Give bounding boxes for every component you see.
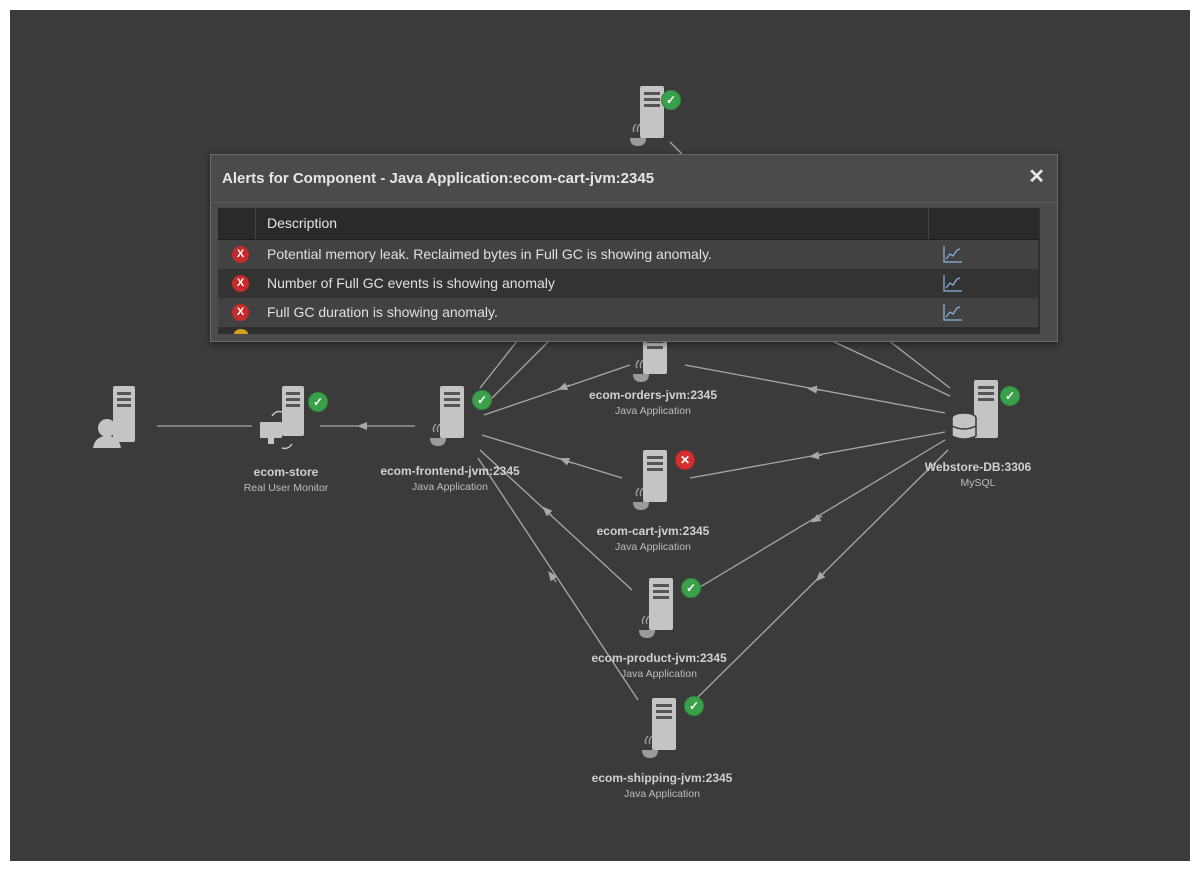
trend-chart-icon[interactable] xyxy=(943,303,963,321)
node-name: ecom-product-jvm:2345 xyxy=(591,651,727,665)
java-server-icon xyxy=(430,386,464,446)
status-ok-icon: ✓ xyxy=(472,390,492,410)
node-name: ecom-orders-jvm:2345 xyxy=(588,388,718,402)
node-name: Webstore-DB:3306 xyxy=(924,460,1032,474)
real-user-monitor-icon xyxy=(260,386,304,450)
alert-description: Full GC duration is showing anomaly. xyxy=(267,304,498,320)
edge-db-top xyxy=(829,339,951,397)
node-name: ecom-cart-jvm:2345 xyxy=(596,524,710,538)
node-type: MySQL xyxy=(960,477,996,489)
node-type: Java Application xyxy=(615,405,691,417)
node-name: ecom-shipping-jvm:2345 xyxy=(591,771,733,785)
alerts-table[interactable]: Description X Potential memory leak. Rec… xyxy=(218,208,1040,334)
edge-frontend-cart xyxy=(481,434,623,479)
status-error-icon: ✕ xyxy=(675,450,695,470)
critical-alert-icon: X xyxy=(232,246,249,263)
java-server-icon xyxy=(630,86,664,146)
edge-frontend-top-2 xyxy=(489,339,551,401)
description-column-header[interactable]: Description xyxy=(267,215,338,231)
status-ok-icon: ✓ xyxy=(661,90,681,110)
edge-frontend-top xyxy=(479,339,519,389)
node-type: Java Application xyxy=(615,541,691,553)
edge-frontend-shipping xyxy=(477,457,639,701)
edge-frontend-product xyxy=(479,449,633,591)
topology-canvas[interactable]: ✓ ✓ ecom-store Real User Monitor ✓ ecom-… xyxy=(10,10,1190,861)
trend-chart-icon[interactable] xyxy=(943,245,963,263)
dialog-divider xyxy=(211,202,1057,203)
node-type: Java Application xyxy=(621,668,697,680)
warning-alert-icon xyxy=(234,329,248,334)
alerts-dialog: Alerts for Component - Java Application:… xyxy=(210,154,1058,342)
trend-chart-icon[interactable] xyxy=(943,274,963,292)
edge-db-top-2 xyxy=(887,339,951,389)
java-server-icon xyxy=(633,450,667,510)
edge-top-stub xyxy=(669,141,683,155)
alert-description: Number of Full GC events is showing anom… xyxy=(267,275,555,291)
node-name: ecom-frontend-jvm:2345 xyxy=(380,464,520,478)
alert-description: Potential memory leak. Reclaimed bytes i… xyxy=(267,246,712,262)
node-type: Java Application xyxy=(412,481,488,493)
dialog-title: Alerts for Component - Java Application:… xyxy=(222,170,655,187)
java-server-icon xyxy=(639,578,673,638)
column-divider xyxy=(928,208,929,239)
database-server-icon xyxy=(951,380,998,440)
user-server-icon xyxy=(93,386,135,448)
java-server-icon xyxy=(642,698,676,758)
status-ok-icon: ✓ xyxy=(684,696,704,716)
severity-column-header xyxy=(218,208,256,239)
critical-alert-icon: X xyxy=(232,275,249,292)
table-header: Description xyxy=(218,208,1038,240)
node-name: ecom-store xyxy=(253,465,319,479)
table-row[interactable]: X Potential memory leak. Reclaimed bytes… xyxy=(218,240,1038,269)
table-row[interactable]: X Number of Full GC events is showing an… xyxy=(218,269,1038,298)
table-row[interactable]: X Full GC duration is showing anomaly. xyxy=(218,298,1038,327)
critical-alert-icon: X xyxy=(232,304,249,321)
edge-frontend-orders xyxy=(483,364,631,416)
status-ok-icon: ✓ xyxy=(1000,386,1020,406)
node-type: Real User Monitor xyxy=(243,482,329,494)
node-type: Java Application xyxy=(624,788,700,800)
status-ok-icon: ✓ xyxy=(308,392,328,412)
topology-edges xyxy=(157,141,951,701)
close-icon[interactable]: ✕ xyxy=(1028,166,1045,188)
status-ok-icon: ✓ xyxy=(681,578,701,598)
